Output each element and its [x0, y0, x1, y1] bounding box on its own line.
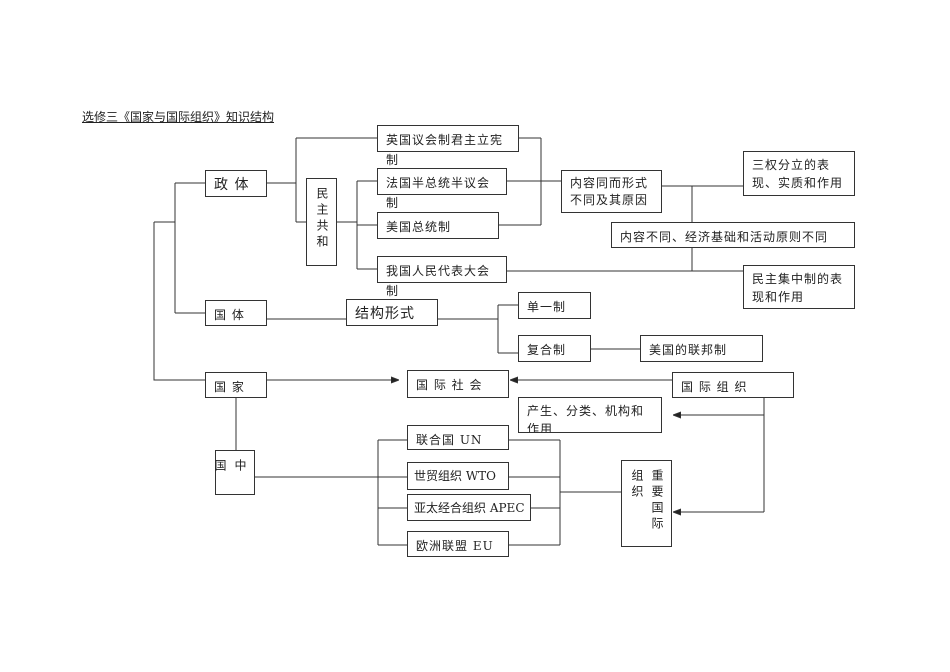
node-danyi: 单一制: [518, 292, 591, 319]
node-us: 美国总统制: [377, 212, 499, 239]
node-zuzhi: 国 际 组 织: [672, 372, 794, 398]
node-minzhu: 民主共和: [306, 178, 337, 266]
node-guoti: 国 体: [205, 300, 267, 326]
node-lianbang: 美国的联邦制: [640, 335, 763, 362]
node-eu: 欧洲联盟 EU: [407, 531, 509, 557]
node-china: 中国: [213, 450, 255, 495]
node-zhongyao: 重要国际组织: [621, 460, 672, 547]
node-guojia: 国 家: [205, 372, 267, 398]
node-fr: 法国半总统半议会制: [377, 168, 507, 210]
node-apec: 亚太经合组织 APEC: [407, 494, 531, 521]
node-cn: 我国人民代表大会制: [377, 256, 507, 298]
node-minzhujz: 民主集中制的表现和作用: [743, 265, 855, 309]
node-fuhe: 复合制: [518, 335, 591, 362]
node-zhengti: 政 体: [205, 170, 267, 197]
node-wto: 世贸组织 WTO: [407, 462, 509, 490]
node-diff: 内容不同、经济基础和活动原则不同: [611, 222, 855, 248]
node-sanquan: 三权分立的表现、实质和作用: [743, 151, 855, 196]
node-shehui: 国 际 社 会: [407, 370, 509, 398]
node-jiegou: 结构形式: [346, 299, 438, 326]
node-uk: 英国议会制君主立宪制: [377, 125, 519, 167]
page-title: 选修三《国家与国际组织》知识结构: [82, 110, 275, 124]
node-same: 内容同而形式不同及其原因: [561, 170, 662, 213]
node-un: 联合国 UN: [407, 425, 509, 450]
node-chansheng: 产生、分类、机构和作用: [518, 397, 662, 433]
